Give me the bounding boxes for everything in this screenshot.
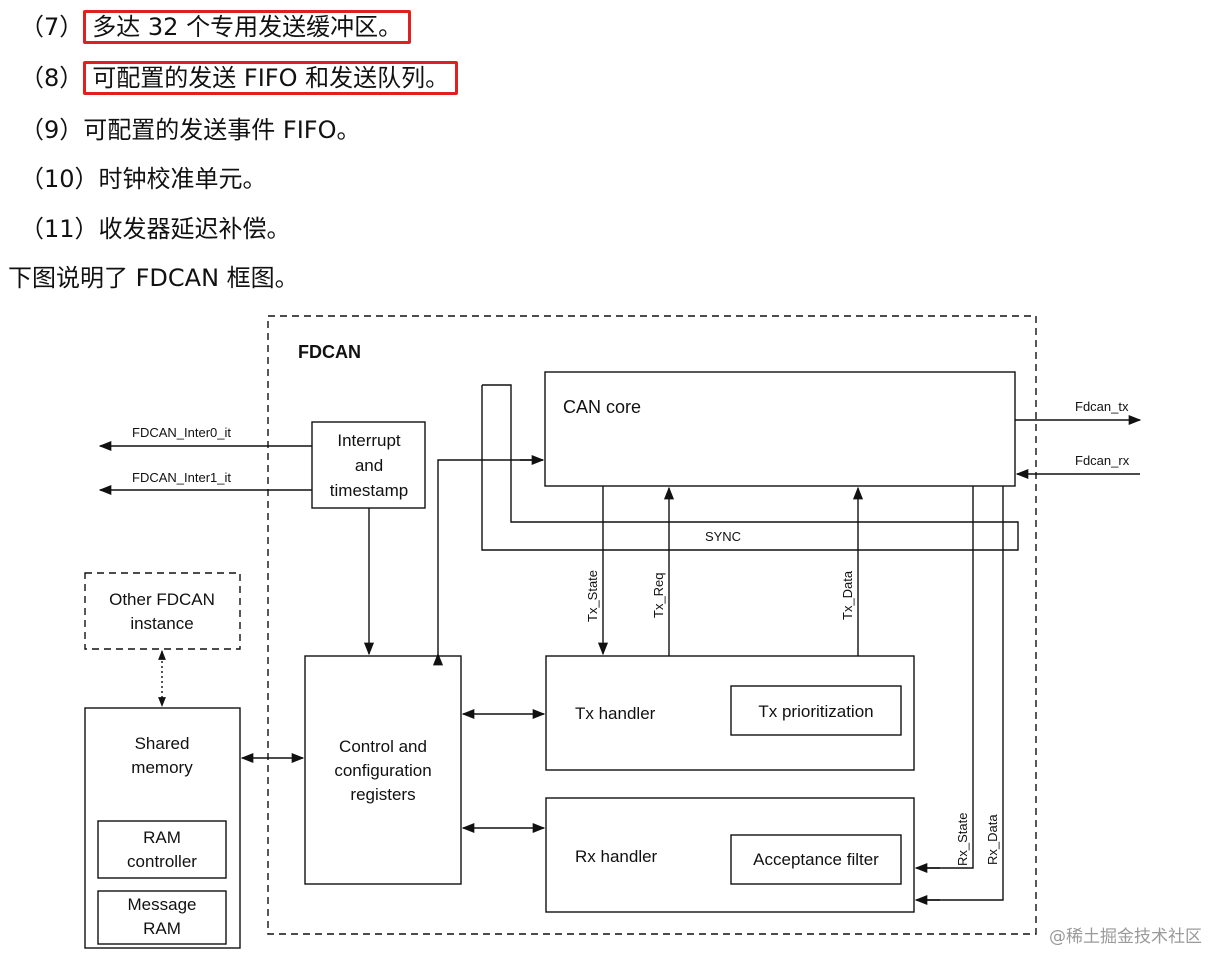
acceptance-filter-box bbox=[730, 834, 902, 885]
tx-prioritization-box bbox=[730, 685, 902, 736]
rx-handler-box bbox=[545, 797, 915, 913]
tx-prioritization-label: Tx prioritization bbox=[758, 702, 873, 721]
watermark: @稀土掘金技术社区 bbox=[1049, 927, 1202, 947]
tx-state-label: Tx_State bbox=[585, 570, 600, 622]
list-number: （8） bbox=[20, 64, 84, 92]
sync-bus bbox=[481, 384, 1019, 551]
can-core-box bbox=[544, 371, 1016, 487]
interrupt-label-line3: timestamp bbox=[330, 481, 408, 500]
highlighted-text: 多达 32 个专用发送缓冲区。 bbox=[83, 10, 412, 44]
intro-sentence: 下图说明了 FDCAN 框图。 bbox=[8, 264, 299, 292]
interrupt-label-line1: Interrupt bbox=[337, 431, 401, 450]
list-item-8: （8）可配置的发送 FIFO 和发送队列。 bbox=[20, 61, 459, 95]
acceptance-filter-label: Acceptance filter bbox=[753, 850, 879, 869]
message-ram-label-line2: RAM bbox=[143, 919, 181, 938]
shared-memory-label-line2: memory bbox=[131, 758, 193, 777]
list-item-9: （9）可配置的发送事件 FIFO。 bbox=[20, 115, 361, 145]
list-item-7: （7）多达 32 个专用发送缓冲区。 bbox=[20, 10, 412, 44]
list-number: （10） bbox=[20, 165, 99, 193]
inter0-label: FDCAN_Inter0_it bbox=[132, 425, 231, 440]
list-number: （9） bbox=[20, 116, 84, 144]
shared-memory-box bbox=[84, 707, 241, 949]
fdcan-title: FDCAN bbox=[298, 342, 361, 362]
inter1-label: FDCAN_Inter1_it bbox=[132, 470, 231, 485]
tx-handler-label: Tx handler bbox=[575, 704, 656, 723]
list-item-10: （10）时钟校准单元。 bbox=[20, 164, 267, 194]
highlighted-text: 可配置的发送 FIFO 和发送队列。 bbox=[83, 61, 459, 95]
control-label-line2: configuration bbox=[334, 761, 431, 780]
ram-controller-label-line2: controller bbox=[127, 852, 197, 871]
list-text: 时钟校准单元。 bbox=[98, 165, 267, 193]
list-text: 可配置的发送事件 FIFO。 bbox=[83, 116, 361, 144]
ram-controller-label-line1: RAM bbox=[143, 828, 181, 847]
rx-data-line bbox=[918, 486, 1004, 901]
message-ram-box bbox=[97, 890, 227, 945]
control-to-core-line bbox=[437, 459, 543, 654]
rx-handler-label: Rx handler bbox=[575, 847, 658, 866]
interrupt-label-line2: and bbox=[355, 456, 383, 475]
tx-handler-box bbox=[545, 655, 915, 771]
control-registers-box bbox=[304, 655, 462, 885]
tx-data-label: Tx_Data bbox=[840, 570, 855, 620]
other-fdcan-instance-box bbox=[84, 572, 241, 650]
list-number: （11） bbox=[20, 215, 99, 243]
list-item-11: （11）收发器延迟补偿。 bbox=[20, 214, 291, 244]
control-label-line1: Control and bbox=[339, 737, 427, 756]
other-instance-label-line2: instance bbox=[130, 614, 193, 633]
rx-state-line bbox=[918, 486, 974, 869]
fdcan-rx-label: Fdcan_rx bbox=[1075, 453, 1130, 468]
can-core-label: CAN core bbox=[563, 397, 641, 417]
list-number: （7） bbox=[20, 13, 84, 41]
tx-req-label: Tx_Req bbox=[651, 572, 666, 618]
ram-controller-box bbox=[97, 820, 227, 879]
other-instance-label-line1: Other FDCAN bbox=[109, 590, 215, 609]
control-label-line3: registers bbox=[350, 785, 415, 804]
fdcan-block-diagram: FDCAN CAN core Interrupt and timestamp O… bbox=[84, 315, 1142, 949]
fdcan-tx-label: Fdcan_tx bbox=[1075, 399, 1129, 414]
rx-state-label: Rx_State bbox=[955, 813, 970, 866]
list-text: 收发器延迟补偿。 bbox=[98, 215, 291, 243]
message-ram-label-line1: Message bbox=[128, 895, 197, 914]
fdcan-boundary bbox=[267, 315, 1037, 935]
sync-label: SYNC bbox=[705, 529, 741, 544]
rx-data-label: Rx_Data bbox=[985, 814, 1000, 865]
shared-memory-label-line1: Shared bbox=[135, 734, 190, 753]
